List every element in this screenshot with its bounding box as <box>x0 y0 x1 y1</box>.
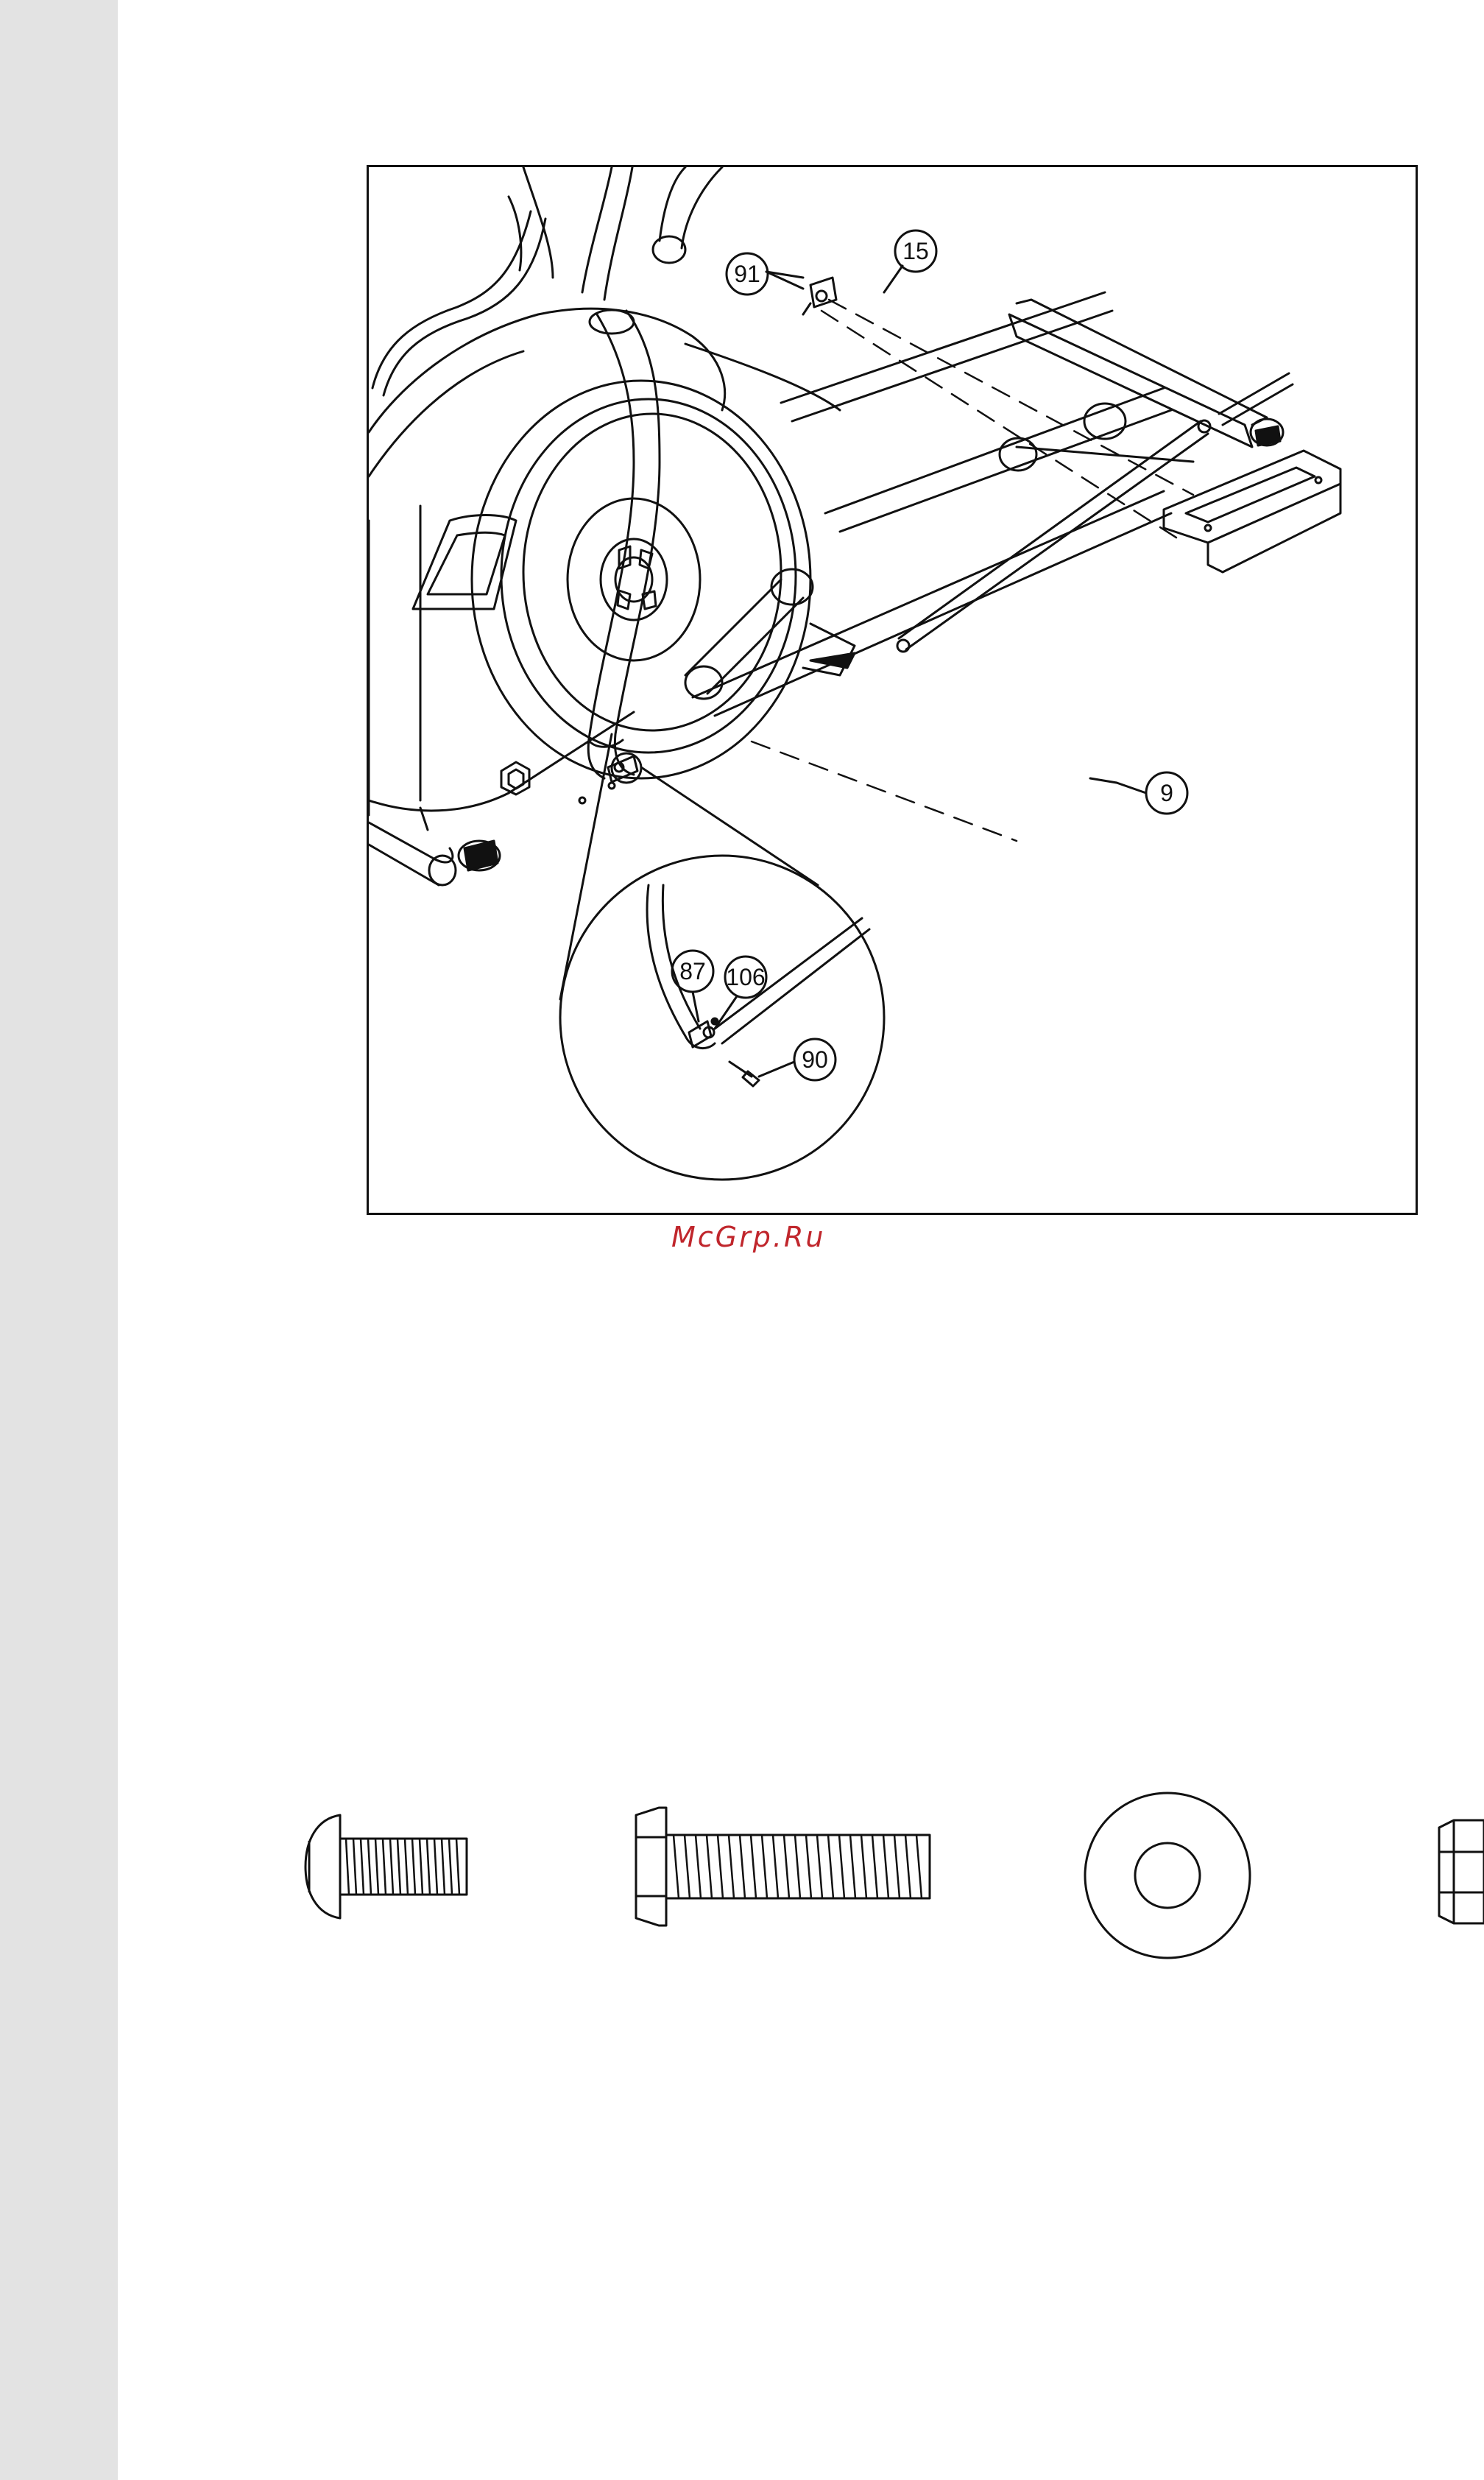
assembly-diagram: 91 15 9 87 106 90 <box>367 165 1418 1215</box>
flat-washer-icon <box>1085 1793 1250 1958</box>
main-body-housing <box>369 309 725 830</box>
upper-handlebars <box>372 167 722 395</box>
watermark-text: McGrp.Ru <box>671 1221 825 1253</box>
dashed-assembly-lines <box>752 300 1193 841</box>
nylon-lock-nut-icon <box>1439 1820 1484 1923</box>
hex-bolt-icon <box>636 1808 930 1926</box>
hardware-row <box>0 1767 1484 1988</box>
magnifier-detail <box>560 734 884 1180</box>
elliptical-trainer-drawing: 91 15 9 87 106 90 <box>369 167 1418 1215</box>
callout-90-label: 90 <box>802 1046 828 1073</box>
callout-87-label: 87 <box>679 958 706 984</box>
callout-15-label: 15 <box>902 238 929 264</box>
rear-frame-rails <box>685 292 1193 716</box>
rear-stabilizer <box>1009 300 1283 447</box>
part-9-rod <box>897 373 1293 652</box>
button-head-bolt-icon <box>305 1815 467 1918</box>
callout-106-label: 106 <box>726 964 765 990</box>
callout-91-label: 91 <box>734 261 760 287</box>
front-feet <box>369 624 855 885</box>
rear-pedal-plate <box>1164 451 1340 572</box>
callout-9-label: 9 <box>1160 780 1173 806</box>
left-margin-strip <box>0 0 118 2480</box>
part-15-bracket <box>803 278 836 314</box>
flywheel <box>472 381 810 778</box>
